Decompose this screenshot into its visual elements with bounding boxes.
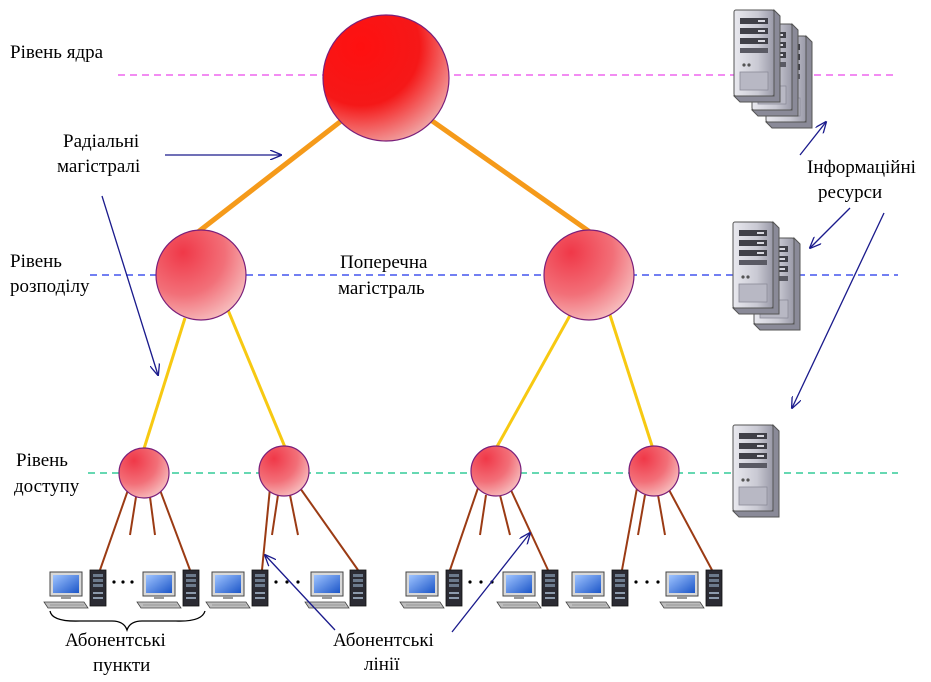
core-level-label: Рівень ядра xyxy=(10,42,104,63)
access-level-label-line1: Рівень xyxy=(16,450,68,471)
info-resources-label-line2: ресурси xyxy=(818,182,882,203)
tower-icon xyxy=(445,569,463,607)
desktop-computer-icon xyxy=(136,571,182,609)
access-node-1 xyxy=(118,447,170,499)
cross-trunk-label-line1: Поперечна xyxy=(340,252,428,273)
subscriber-points-label-line1: Абонентські xyxy=(65,630,166,651)
access-node-2 xyxy=(258,445,310,497)
distribution-node-right xyxy=(543,229,635,321)
desktop-computer-icon xyxy=(659,571,705,609)
radial-trunks-label-line2: магістралі xyxy=(57,156,140,177)
subscriber-lines-label-line1: Абонентські xyxy=(333,630,434,651)
desktop-computer-icon xyxy=(304,571,350,609)
tower-icon xyxy=(251,569,269,607)
tower-icon xyxy=(182,569,200,607)
tower-icon xyxy=(611,569,629,607)
text-labels: Рівень ядра Рівень розподілу Рівень дост… xyxy=(8,40,916,676)
distribution-node-left xyxy=(155,229,247,321)
tower-icon xyxy=(89,569,107,607)
desktop-computer-icon xyxy=(565,571,611,609)
desktop-computer-icon xyxy=(205,571,251,609)
dist-link-3 xyxy=(492,309,575,453)
core-node xyxy=(322,14,450,142)
access-node-3 xyxy=(470,445,522,497)
desktop-computer-icon xyxy=(399,571,445,609)
info-resources-label-line1: Інформаційні xyxy=(807,157,916,178)
server-icon xyxy=(733,9,813,129)
subscriber-points-label-line2: пункти xyxy=(93,655,150,676)
ellipsis-dots xyxy=(112,580,660,584)
access-links xyxy=(99,487,713,571)
subscriber-lines-label-line2: лінії xyxy=(364,654,400,675)
server-icon xyxy=(732,424,780,518)
dist-link-4 xyxy=(608,314,656,453)
access-node-4 xyxy=(628,445,680,497)
distribution-level-label-line2: розподілу xyxy=(10,276,90,297)
radial-trunks-label-line1: Радіальні xyxy=(63,131,139,152)
cross-trunk-label-line2: магістраль xyxy=(338,278,425,299)
desktop-computer-icon xyxy=(496,571,542,609)
server-icon xyxy=(732,221,801,331)
dist-link-1 xyxy=(140,317,187,456)
annotation-arrows xyxy=(101,122,885,633)
tower-icon xyxy=(349,569,367,607)
tower-icon xyxy=(541,569,559,607)
core-link-left xyxy=(196,116,347,234)
access-level-label-line2: доступу xyxy=(14,476,80,497)
dist-link-2 xyxy=(226,309,289,453)
core-level-label-bg xyxy=(8,40,114,64)
core-link-right xyxy=(426,115,592,235)
subscriber-workstations xyxy=(43,569,723,609)
subscriber-brace xyxy=(49,610,206,633)
distribution-level-label-line1: Рівень xyxy=(10,251,62,272)
desktop-computer-icon xyxy=(43,571,89,609)
tower-icon xyxy=(705,569,723,607)
